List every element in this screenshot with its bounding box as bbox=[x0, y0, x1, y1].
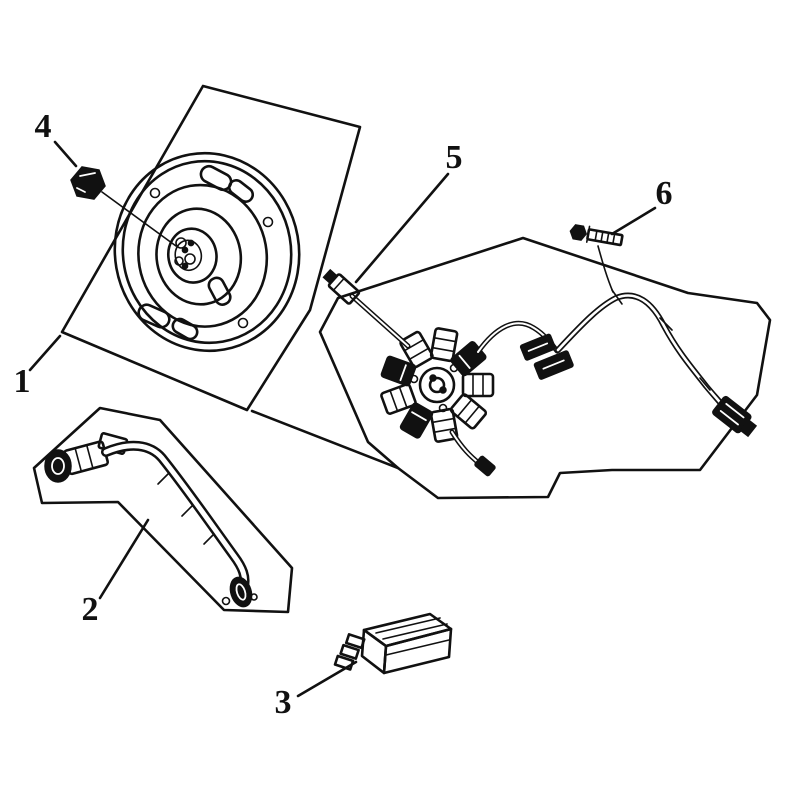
bolt bbox=[569, 224, 624, 247]
part-label-1: 1 bbox=[14, 363, 31, 400]
leader-line-6 bbox=[610, 206, 657, 236]
leader-line-1 bbox=[28, 334, 62, 372]
flywheel-rotor bbox=[113, 151, 301, 353]
wire-harness bbox=[555, 245, 730, 414]
flange-nut bbox=[70, 166, 177, 247]
leader-line-4 bbox=[53, 140, 78, 168]
stator-lead-wire-upper bbox=[322, 268, 411, 349]
harness-end-connector bbox=[712, 395, 758, 438]
callout-labels: 1 2 3 4 5 6 bbox=[14, 108, 673, 721]
rectifier-unit bbox=[333, 612, 453, 675]
engine-cover-outline bbox=[60, 84, 362, 412]
harness-connectors-mid bbox=[519, 333, 574, 380]
part-label-6: 6 bbox=[656, 175, 673, 212]
stator-assembly bbox=[380, 327, 496, 477]
leader-line-5 bbox=[354, 172, 450, 284]
leader-line-3 bbox=[296, 660, 358, 698]
part-label-3: 3 bbox=[275, 684, 292, 721]
kick-starter-arm bbox=[44, 432, 258, 608]
part-label-5: 5 bbox=[446, 139, 463, 176]
stator-plate-outline bbox=[250, 236, 772, 500]
part-label-2: 2 bbox=[82, 591, 99, 628]
leader-line-2 bbox=[98, 518, 150, 600]
kick-lever-panel-outline bbox=[32, 406, 294, 614]
part-label-4: 4 bbox=[35, 108, 52, 145]
